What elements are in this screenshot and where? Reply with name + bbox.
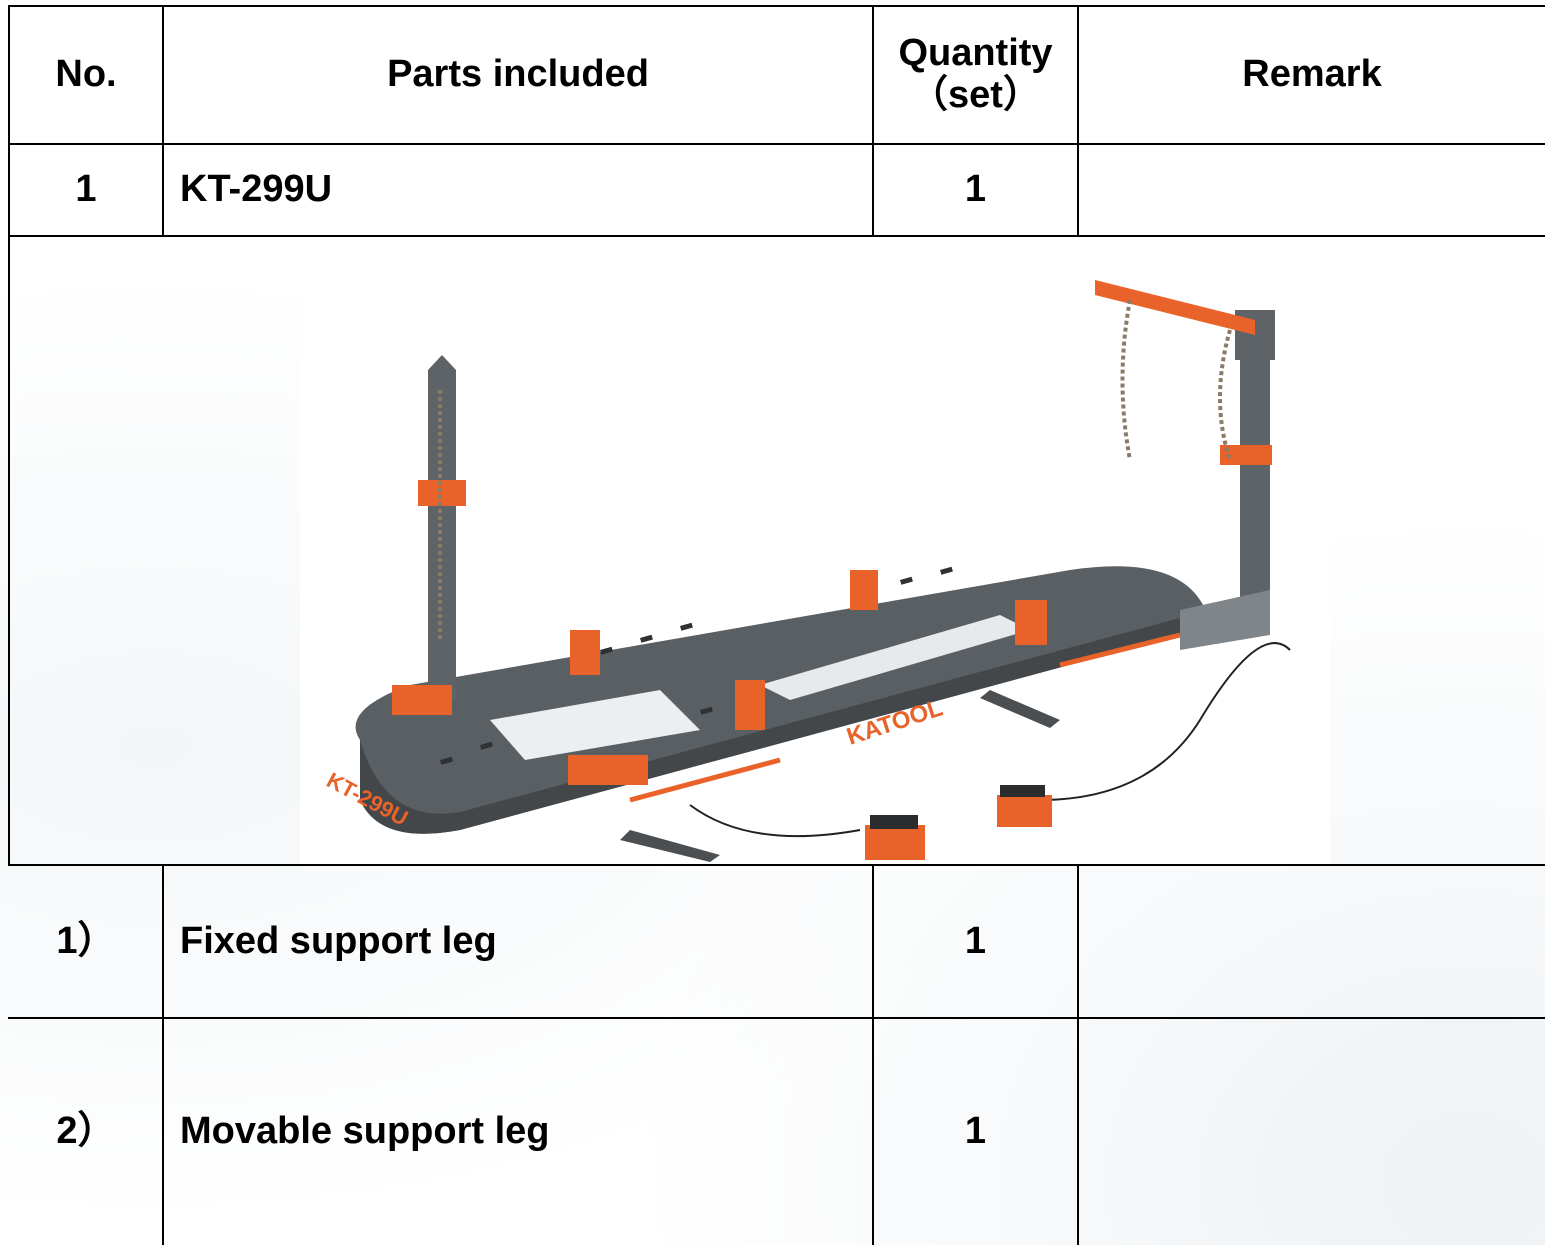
header-no: No. <box>55 53 117 96</box>
header-quantity-label: Quantity <box>898 32 1053 75</box>
column-divider <box>872 864 874 1245</box>
header-parts: Parts included <box>387 53 649 96</box>
subrow-no: 1） <box>56 919 116 962</box>
subrow-part: Movable support leg <box>180 1110 550 1153</box>
subrow-no: 2） <box>56 1110 116 1153</box>
column-divider <box>162 5 164 236</box>
subrow-part: Fixed support leg <box>180 919 497 962</box>
row-quantity: 1 <box>964 168 987 211</box>
row-part: KT-299U <box>180 168 333 211</box>
column-divider <box>872 5 874 236</box>
column-divider <box>162 864 164 1245</box>
row-divider <box>8 143 1545 145</box>
row-divider <box>8 1017 1545 1019</box>
table-border-top <box>8 5 1545 7</box>
column-divider <box>1077 5 1079 236</box>
header-quantity-unit: （set） <box>910 74 1041 116</box>
header-remark: Remark <box>1242 53 1382 96</box>
product-image: KATOOL KT-299U <box>300 240 1330 864</box>
row-no: 1 <box>75 168 97 211</box>
subrow-remark <box>1079 866 1545 1017</box>
row-divider <box>8 864 1545 866</box>
row-remark <box>1079 145 1545 235</box>
row-divider <box>8 235 1545 237</box>
header-quantity: Quantity （set） <box>874 7 1077 143</box>
subrow-quantity: 1 <box>964 1110 987 1153</box>
column-divider <box>1077 864 1079 1245</box>
subrow-quantity: 1 <box>964 919 987 962</box>
subrow-remark <box>1079 1019 1545 1245</box>
table-border-left <box>8 5 10 865</box>
